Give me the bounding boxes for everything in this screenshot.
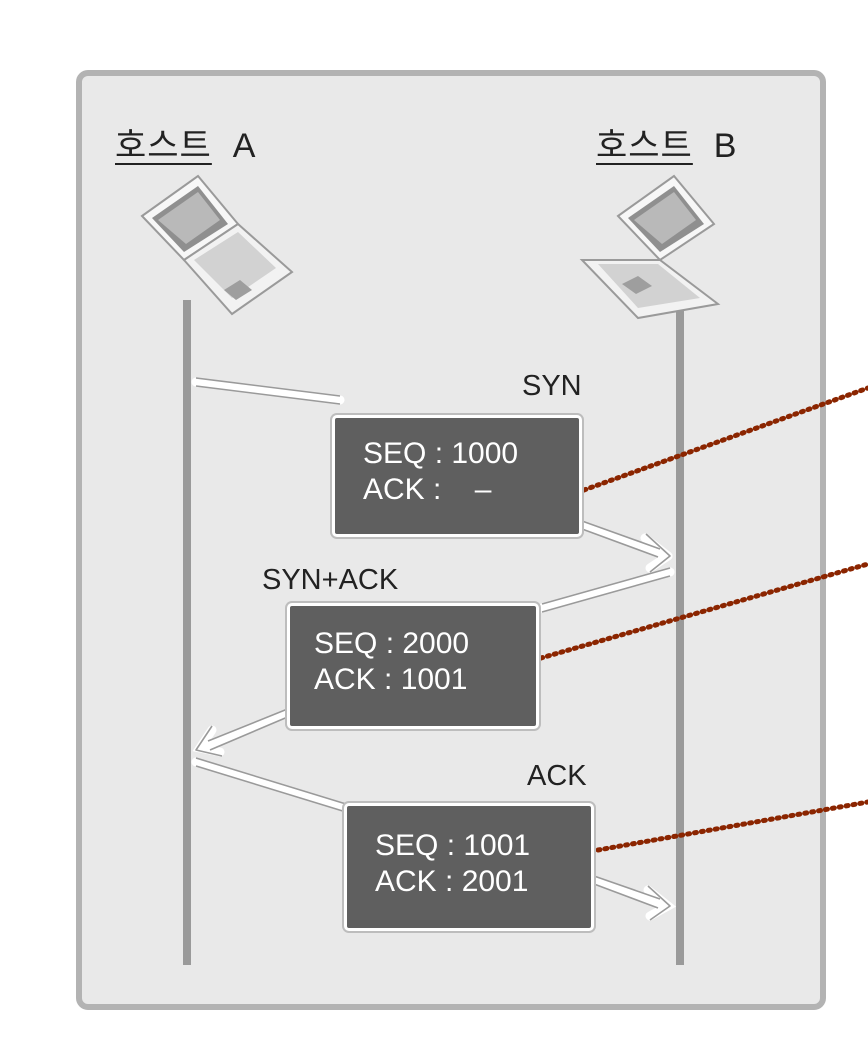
ack-arrow (191, 757, 677, 921)
syn-ack-arrow (192, 567, 675, 757)
syn-ack-ack: ACK : 1001 (314, 663, 468, 696)
syn-ack-label: SYN+ACK (262, 564, 399, 596)
ack-packet-box: SEQ : 1001 ACK : 2001 (344, 803, 594, 931)
syn-packet-box: SEQ : 1000 ACK : – (332, 415, 582, 537)
ack-label: ACK (527, 760, 587, 792)
host-b-laptop-icon (579, 174, 721, 320)
host-b-timeline (676, 300, 684, 965)
host-a-label-korean: 호스트 (115, 127, 212, 165)
host-b-label-korean: 호스트 (596, 127, 693, 165)
syn-seq: SEQ : 1000 (363, 437, 519, 470)
host-a-label-id: A (232, 127, 257, 165)
ack-seq: SEQ : 1001 (375, 829, 531, 862)
syn-ack-pointer (531, 561, 868, 663)
host-b-label: 호스트 B (596, 118, 737, 167)
host-a-timeline (183, 300, 191, 965)
syn-ack-packet-box: SEQ : 2000 ACK : 1001 (287, 603, 539, 729)
syn-ack: ACK : – (363, 473, 492, 506)
host-a-laptop-icon (140, 174, 294, 316)
ack-pointer (595, 799, 868, 853)
syn-pointer (581, 385, 868, 493)
syn-ack-seq: SEQ : 2000 (314, 627, 470, 660)
host-b-label-id: B (713, 127, 738, 165)
host-a-label: 호스트 A (115, 118, 256, 167)
syn-label: SYN (522, 370, 582, 402)
syn-arrow (191, 377, 673, 573)
ack-ack: ACK : 2001 (375, 865, 529, 898)
